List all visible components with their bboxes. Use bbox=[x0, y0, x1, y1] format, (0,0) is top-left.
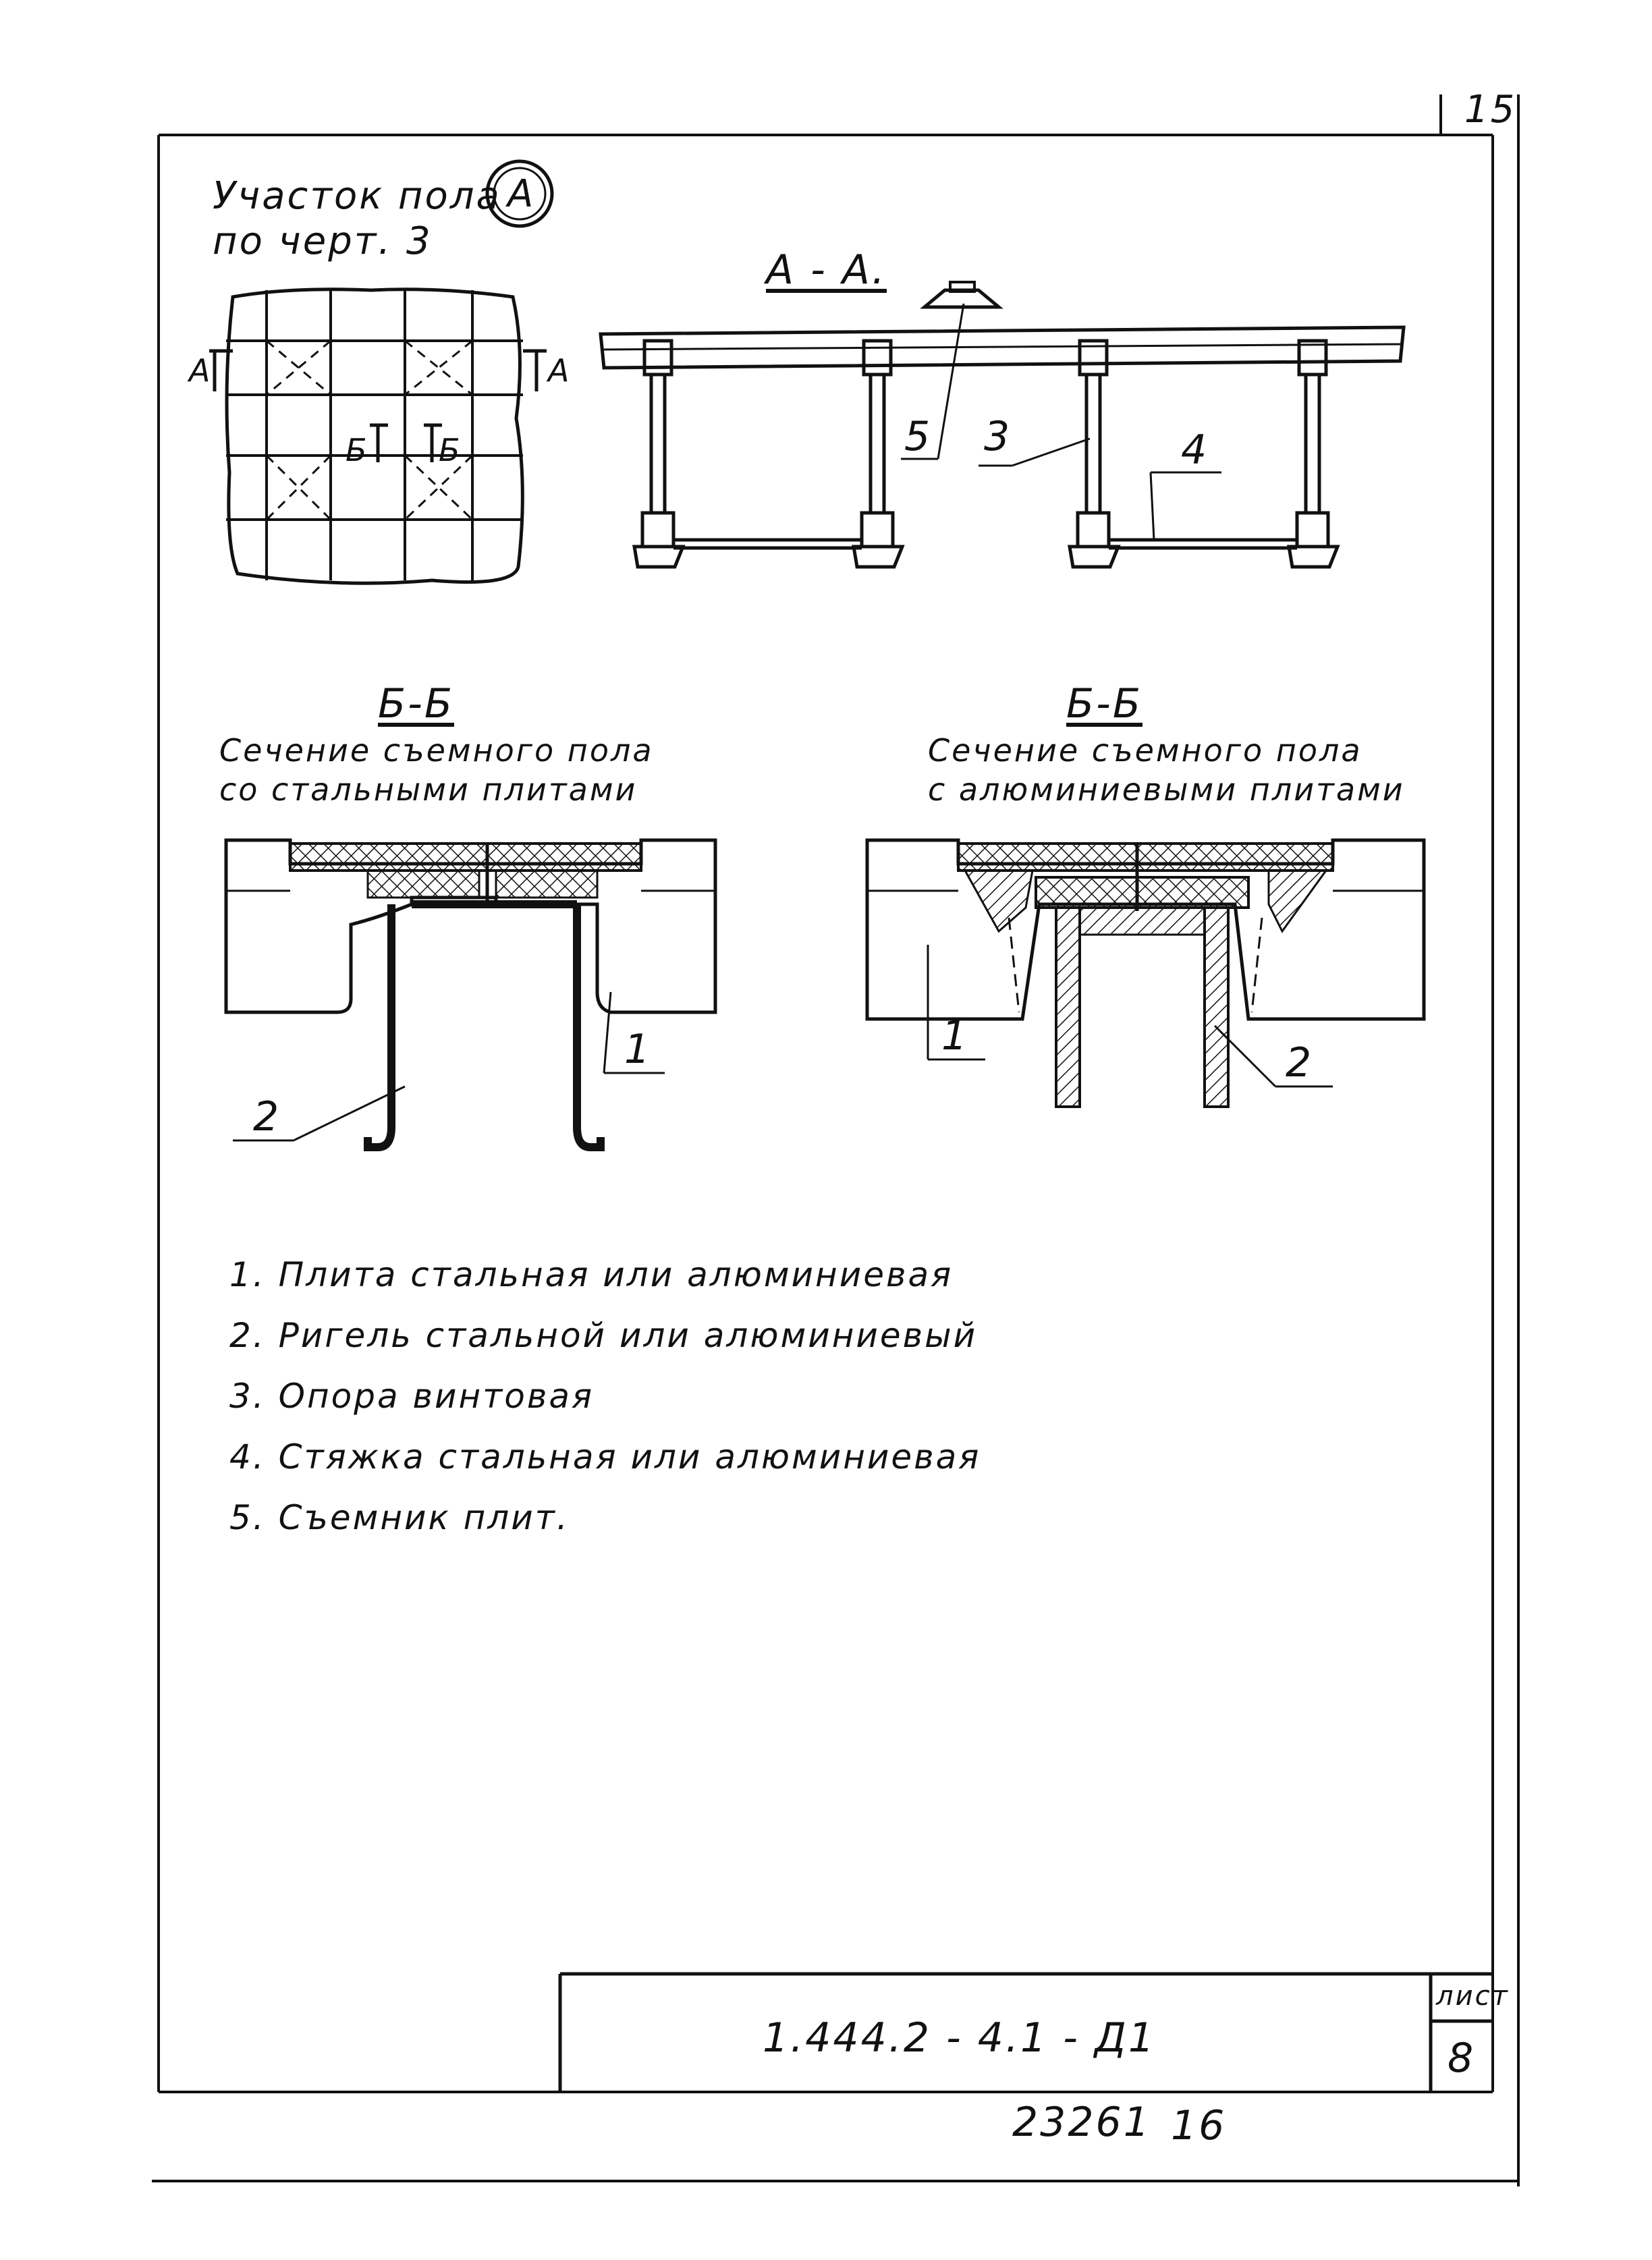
title-block bbox=[558, 1972, 1493, 2092]
section-aa-drawing bbox=[599, 281, 1406, 569]
section-aa-label-4: 4 bbox=[1181, 426, 1209, 474]
section-bb-alu-subtitle-1: Сечение съемного пола bbox=[928, 732, 1362, 769]
section-bb-steel-drawing bbox=[224, 838, 717, 1151]
section-bb-alu-subtitle-2: с алюминиевыми плитами bbox=[928, 771, 1405, 808]
section-aa-title: А - А. bbox=[766, 246, 887, 294]
section-bb-steel-subtitle-1: Сечение съемного пола bbox=[219, 732, 654, 769]
callout-circle bbox=[485, 159, 554, 228]
section-bb-alu-title: Б-Б bbox=[1066, 680, 1142, 727]
archive-number: 23261 bbox=[1012, 2099, 1151, 2146]
cut-b-right-label: Б bbox=[439, 432, 462, 468]
legend-item-3: 3. Опора винтовая bbox=[229, 1377, 595, 1416]
sheet-label: лист bbox=[1436, 1981, 1510, 2012]
section-bb-alu-drawing bbox=[865, 838, 1426, 1108]
cut-b-left-label: Б bbox=[346, 432, 369, 468]
section-bb-alu-label-1: 1 bbox=[941, 1012, 970, 1059]
section-bb-alu-label-2: 2 bbox=[1286, 1039, 1314, 1086]
document-code: 1.444.2 - 4.1 - Д1 bbox=[763, 2014, 1157, 2062]
section-aa-label-5: 5 bbox=[904, 413, 933, 460]
section-aa-label-3: 3 bbox=[984, 413, 1012, 460]
section-bb-steel-label-1: 1 bbox=[624, 1026, 653, 1073]
section-bb-steel-title: Б-Б bbox=[378, 680, 454, 727]
cut-a-left-label: А bbox=[189, 352, 213, 389]
legend-item-2: 2. Ригель стальной или алюминиевый bbox=[229, 1316, 978, 1355]
legend-item-1: 1. Плита стальная или алюминиевая bbox=[229, 1255, 954, 1294]
legend-item-4: 4. Стяжка стальная или алюминиевая bbox=[229, 1437, 981, 1477]
section-bb-steel-label-2: 2 bbox=[253, 1093, 281, 1140]
plan-title-line2: по черт. 3 bbox=[213, 219, 433, 263]
legend-item-5: 5. Съемник плит. bbox=[229, 1498, 570, 1537]
corner-page-number: 15 bbox=[1464, 88, 1517, 132]
plan-title-line1: Участок пола bbox=[213, 174, 501, 218]
cut-a-right-label: А bbox=[548, 352, 572, 389]
footer-page: 16 bbox=[1171, 2102, 1227, 2149]
floor-plan bbox=[209, 159, 554, 585]
plan-callout-letter: А bbox=[507, 172, 536, 216]
sheet-frame bbox=[152, 94, 1520, 2186]
sheet-number: 8 bbox=[1448, 2035, 1476, 2082]
section-bb-steel-subtitle-2: со стальными плитами bbox=[219, 771, 638, 808]
